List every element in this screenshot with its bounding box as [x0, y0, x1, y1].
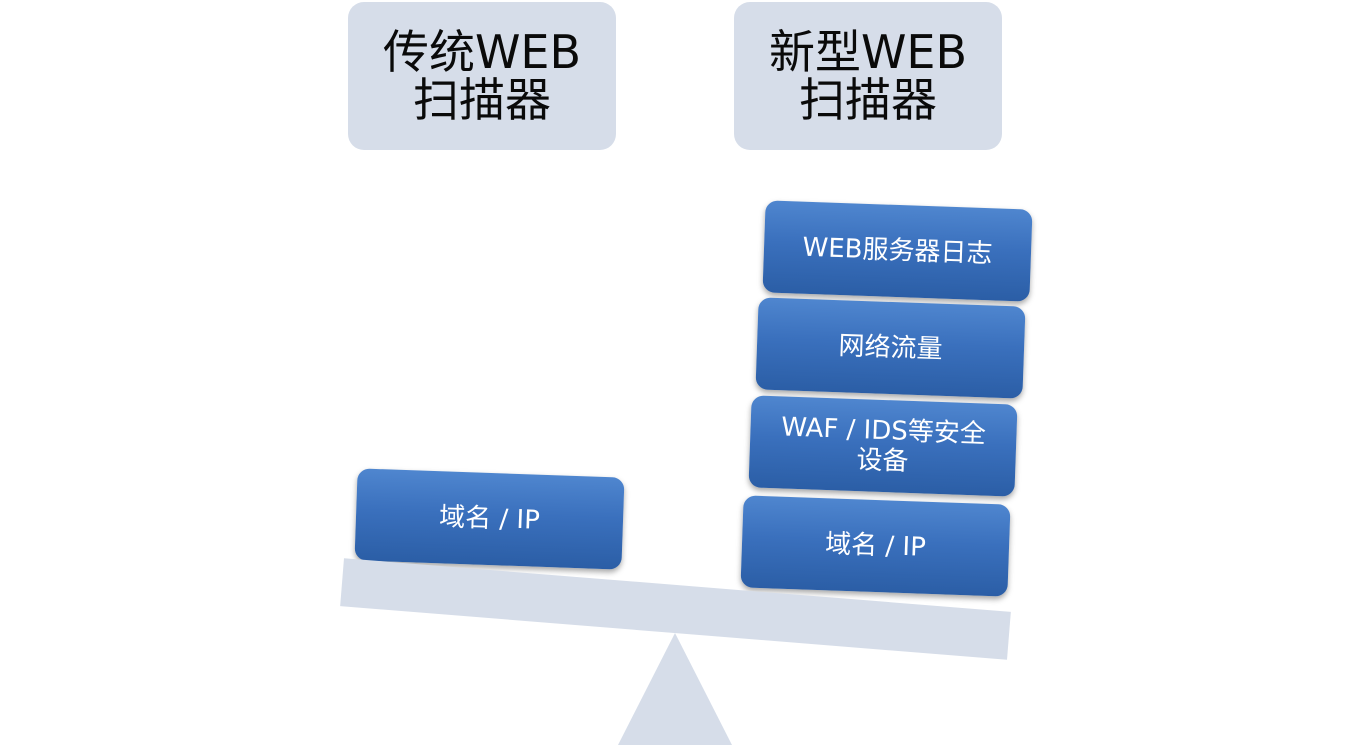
waf-ids-block: WAF / IDS等安全 设备 [748, 395, 1018, 497]
right-domain-ip-block: 域名 / IP [740, 495, 1011, 597]
left-domain-ip-block: 域名 / IP [354, 468, 625, 570]
network-traffic-block: 网络流量 [755, 297, 1026, 399]
web-server-log-block: WEB服务器日志 [762, 200, 1033, 302]
traditional-scanner-label: 传统WEB 扫描器 [348, 2, 616, 150]
balance-fulcrum [618, 633, 732, 745]
new-scanner-label: 新型WEB 扫描器 [734, 2, 1002, 150]
